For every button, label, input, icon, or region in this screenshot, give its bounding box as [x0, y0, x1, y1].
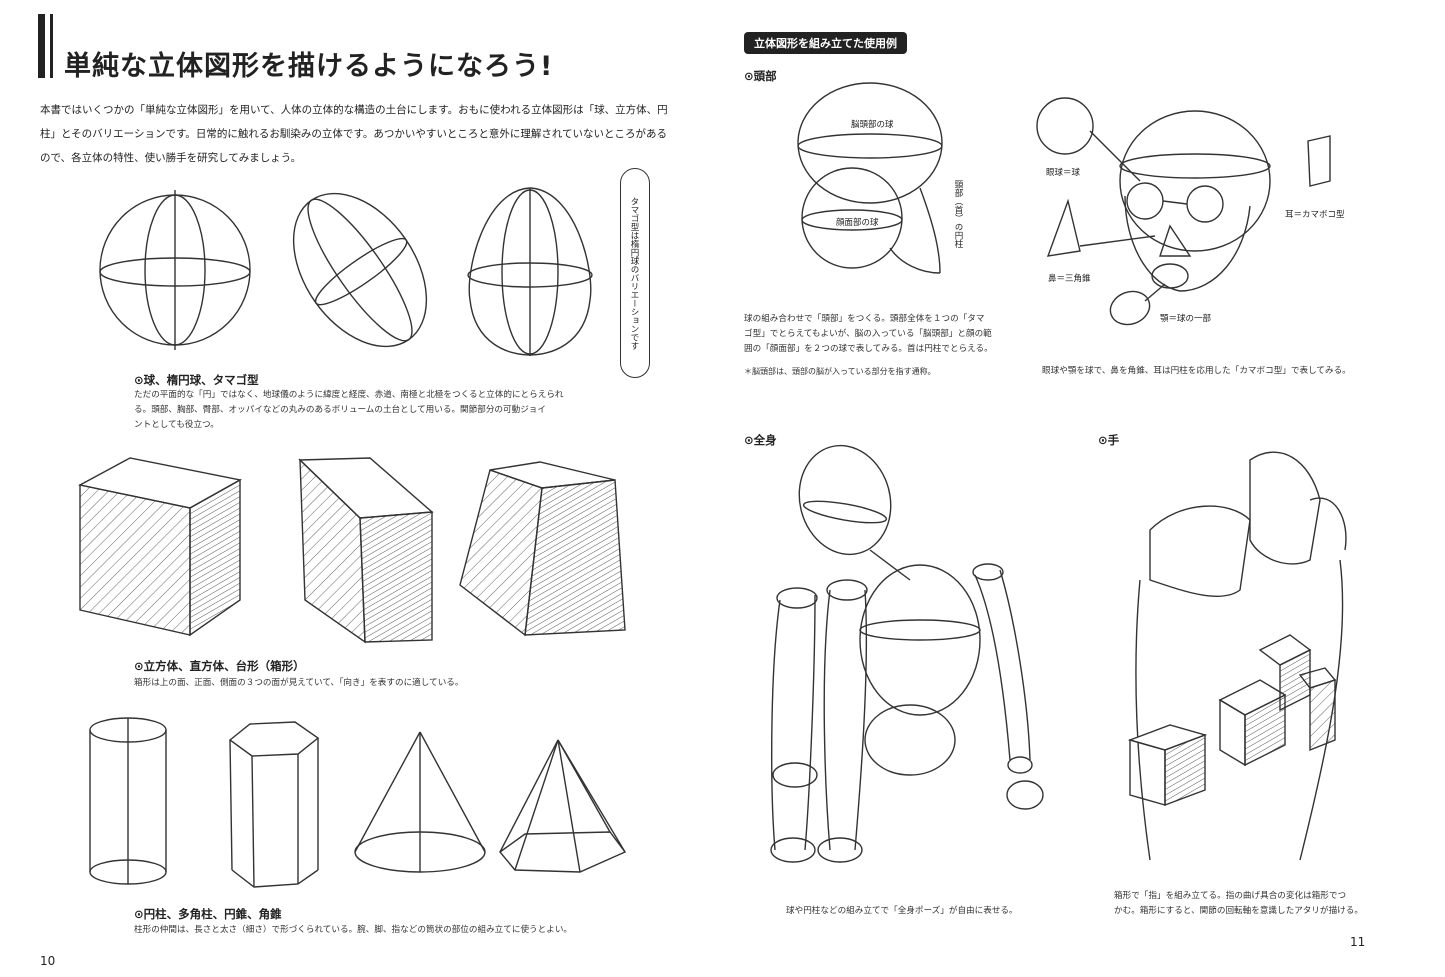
sphere-drawing — [99, 190, 251, 350]
cuboid-drawing — [298, 457, 434, 644]
head-detail-illustration — [1036, 97, 1331, 326]
prism-drawing — [228, 721, 320, 888]
desc-spheres: ただの平面的な「円」ではなく、地球儀のように緯度と経度、赤道、南極と北極をつくる… — [134, 390, 564, 430]
desc-boxes: 箱形は上の面、正面、側面の３つの面が見えていて、「向き」を表すのに適している。 — [134, 678, 464, 688]
cylinder-illustrations — [89, 717, 627, 888]
desc-body: 球や円柱などの組み立てで「全身ポーズ」が自由に表せる。 — [786, 906, 1018, 916]
title-accent-bar-thin — [50, 14, 53, 78]
cone-drawing — [354, 731, 486, 873]
caption-cylinders: ⊙円柱、多角柱、円錐、角錐 — [134, 907, 282, 921]
caption-head: ⊙頭部 — [744, 69, 777, 83]
label-eye: 眼球＝球 — [1046, 168, 1081, 178]
desc-head: 球の組み合わせで「頭部」をつくる。頭部全体を１つの「タマ ゴ型」でとらえてもよい… — [744, 314, 993, 354]
caption-spheres: ⊙球、楕円球、タマゴ型 — [134, 373, 259, 387]
caption-boxes: ⊙立方体、直方体、台形（箱形） — [134, 659, 305, 673]
label-brain: 脳頭部の球 — [851, 120, 894, 130]
footnote-head: ＊脳頭部は、頭部の脳が入っている部分を指す通称。 — [744, 367, 936, 376]
pyramid-drawing — [498, 739, 627, 873]
label-ear: 耳＝カマボコ型 — [1285, 210, 1345, 220]
desc-hand: 箱形で「指」を組み立てる。指の曲げ具合の変化は箱形でつ かむ。箱形にすると、関節… — [1114, 891, 1363, 916]
hand-illustration — [1127, 451, 1347, 861]
section-pill: 立体図形を組み立てた使用例 — [744, 32, 907, 54]
full-body-illustration — [770, 444, 1044, 863]
intro-paragraph: 本書ではいくつかの「単純な立体図形」を用いて、人体の立体的な構造の土台にします。… — [40, 104, 668, 164]
page-number-right: 11 — [1350, 935, 1366, 949]
cylinder-drawing — [89, 717, 167, 885]
label-chin: 顎＝球の一部 — [1160, 314, 1212, 324]
page-number-left: 10 — [40, 954, 56, 968]
ellipsoid-drawing — [292, 192, 428, 348]
caption-body: ⊙全身 — [744, 433, 777, 447]
title-accent-bar — [38, 14, 45, 78]
desc-head-detail: 眼球や顎を球で、鼻を角錐、耳は円柱を応用した「カマボコ型」で表してみる。 — [1042, 366, 1351, 376]
trapezoid-drawing — [459, 461, 626, 637]
head-sphere-illustration — [797, 82, 943, 274]
desc-cylinders: 柱形の仲間は、長さと太さ（細さ）で形づくられている。腕、脚、指などの筒状の部位の… — [134, 925, 573, 935]
label-face: 顔面部の球 — [836, 218, 879, 228]
page-title: 単純な立体図形を描けるようになろう! — [64, 51, 554, 82]
caption-hand: ⊙手 — [1098, 433, 1120, 447]
egg-drawing — [467, 187, 593, 356]
note-bubble: タマゴ型は楕円球のバリエーションです — [620, 168, 650, 378]
sphere-illustrations — [99, 187, 593, 356]
label-neck: 頸部（首）の円柱 — [953, 180, 963, 248]
box-illustrations — [77, 457, 626, 644]
cube-drawing — [77, 457, 242, 637]
label-nose: 鼻＝三角錐 — [1048, 274, 1091, 284]
